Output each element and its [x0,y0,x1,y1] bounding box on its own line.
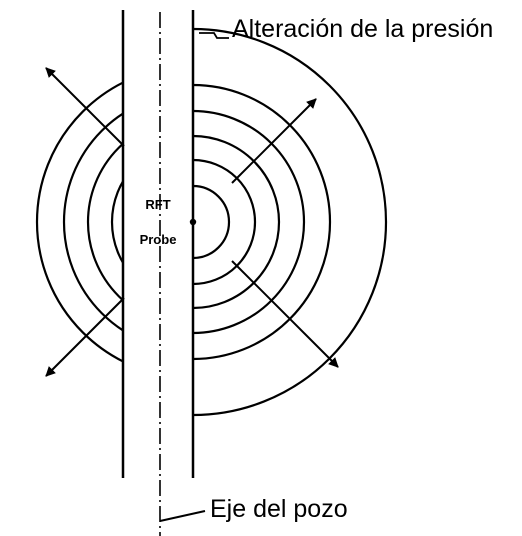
arrow-up-right [231,98,317,184]
right-wave-outer [193,27,388,417]
left-wave-4 [62,112,123,332]
right-wave-5 [193,83,332,361]
arrow-down-left [45,297,125,377]
right-pressure-waves [193,27,388,417]
probe-label-line-1: RFT [145,197,171,212]
arrow-down-right [231,260,339,368]
axis-leader-line [159,510,206,522]
right-wave-1 [193,184,231,260]
probe-label-line-2: Probe [139,232,177,247]
arrow-up-left [45,67,125,147]
left-pressure-waves [35,81,123,363]
right-wave-2 [193,158,257,286]
right-wave-4 [193,109,306,335]
right-wave-3 [193,134,281,310]
pressure-leader-line [199,32,229,39]
left-wave-2 [110,179,123,265]
probe-contact-point [189,218,197,226]
well-axis-label: Eje del pozo [210,495,348,523]
left-wave-3 [86,142,123,302]
pressure-alteration-label: Alteración de la presión [232,15,494,43]
pressure-arrows [45,67,339,377]
left-wave-5 [35,81,123,363]
